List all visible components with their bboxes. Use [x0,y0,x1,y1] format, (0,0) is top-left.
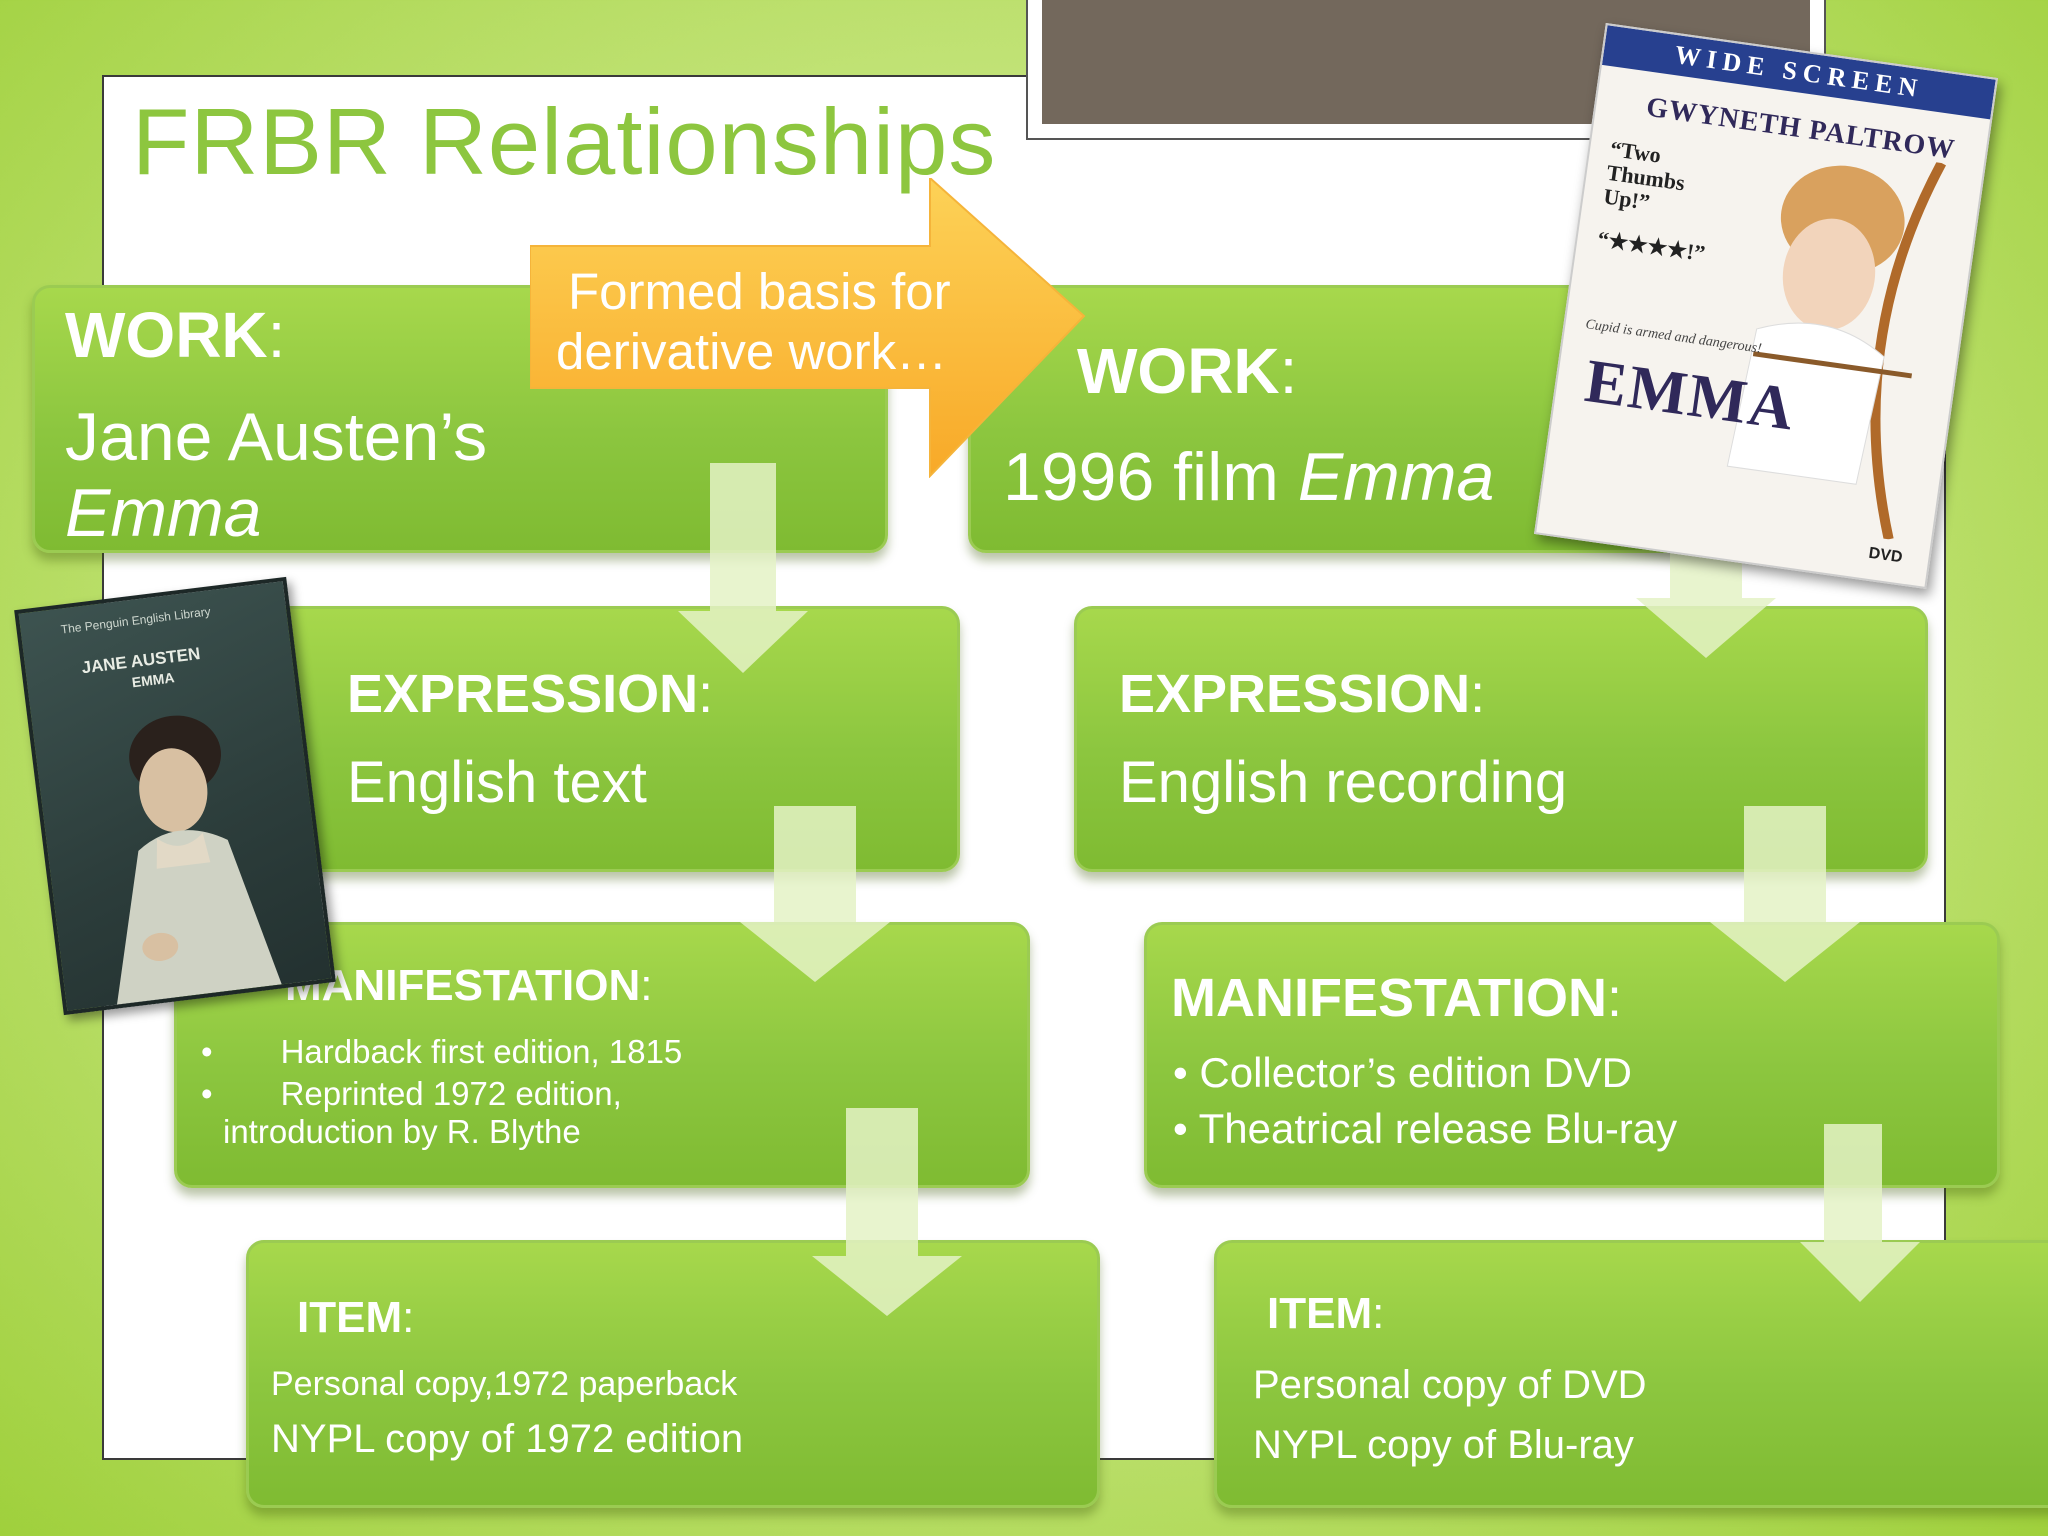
left-item-line-2: NYPL copy of 1972 edition [271,1417,744,1461]
dvd-logo: DVD [1867,544,1904,567]
down-arrow-right-3 [1800,1124,1920,1302]
dvd-cover-image: WIDE SCREEN GWYNETH PALTROW “Two Thumbs … [1534,22,1998,590]
derivative-arrow [530,178,1086,478]
left-work-line1: Jane Austen’s [65,399,488,475]
left-manifestation-bullet-1: •Hardback first edition, 1815 [201,1033,683,1070]
right-expression-label: EXPRESSION: [1119,664,1486,724]
left-manifestation-continuation: introduction by R. Blythe [223,1113,581,1150]
right-item-label: ITEM: [1267,1289,1385,1338]
left-item-label: ITEM: [297,1293,415,1342]
left-manifestation-box: MANIFESTATION: •Hardback first edition, … [174,922,1030,1188]
left-item-line-1: Personal copy,1972 paperback [271,1365,738,1403]
callout-text-line2: derivative work… [556,323,948,380]
left-item-box: ITEM: Personal copy,1972 paperback NYPL … [246,1240,1100,1508]
right-manifestation-label: MANIFESTATION: [1171,968,1622,1028]
callout-text-line1: Formed basis for [568,263,951,320]
down-arrow-left-1 [678,463,808,673]
right-work-title: 1996 film Emma [1003,439,1495,515]
down-arrow-right-2 [1710,806,1860,982]
right-manifestation-bullet-1: • Collector’s edition DVD [1173,1049,1633,1096]
left-expression-text: English text [347,750,647,815]
left-work-label: WORK: [65,299,286,371]
down-arrow-left-2 [740,806,890,982]
dvd-quote-1: “Two Thumbs Up!” [1602,135,1687,215]
left-expression-label: EXPRESSION: [347,664,714,724]
book-title-text: EMMA [130,669,176,691]
left-manifestation-label: MANIFESTATION: [285,961,653,1010]
left-manifestation-bullet-2: •Reprinted 1972 edition, [201,1075,622,1112]
right-expression-text: English recording [1119,750,1568,815]
portrait-illustration [116,715,282,1005]
left-work-line2: Emma [65,475,262,551]
down-arrow-left-3 [812,1108,962,1316]
right-item-line-1: Personal copy of DVD [1253,1363,1647,1407]
right-expression-box: EXPRESSION: English recording [1074,606,1928,872]
book-series-text: The Penguin English Library [60,604,212,637]
right-item-line-2: NYPL copy of Blu-ray [1253,1423,1634,1467]
right-manifestation-bullet-2: • Theatrical release Blu-ray [1173,1105,1678,1152]
right-work-label: WORK: [1077,335,1298,407]
slide-title: FRBR Relationships [132,89,997,194]
archer-illustration [1726,160,1947,541]
right-item-box: ITEM: Personal copy of DVD NYPL copy of … [1214,1240,2048,1508]
book-cover-image: The Penguin English Library JANE AUSTEN … [14,576,336,1016]
dvd-quote-2: “★★★★!” [1596,226,1707,266]
